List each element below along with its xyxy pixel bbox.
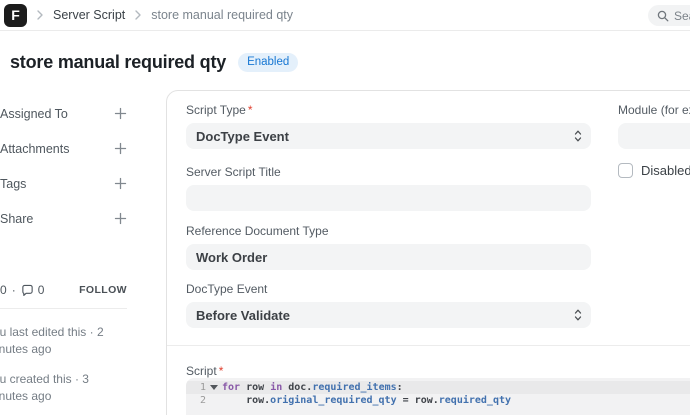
script-section-label: Script* [186,364,223,384]
doctype-event-select[interactable]: Before Validate [186,302,591,328]
module-label: Module (for export) [618,103,690,117]
sidebar-item-attachments[interactable]: Attachments [0,131,127,166]
script-label: Script [186,364,217,378]
reference-document-type-input[interactable] [186,244,591,270]
server-script-title-input[interactable] [186,185,591,211]
status-badge[interactable]: Enabled [238,53,299,72]
comment-count[interactable]: 0 [37,283,45,297]
disabled-label: Disabled [641,163,690,178]
navbar: F Server Script store manual required qt… [0,0,690,31]
line-number: 2 [199,395,206,406]
chevron-right-icon [134,10,142,20]
fold-icon[interactable] [206,385,222,390]
sidebar-item-share[interactable]: Share [0,201,127,236]
code-line[interactable]: 1 for row in doc.required_items: [186,381,690,394]
activity-created: You created this · 3 minutes ago [0,372,89,403]
engagement-row: 0 · 0 FOLLOW [0,282,127,298]
module-input[interactable] [618,123,690,149]
select-chevrons-icon [574,308,582,325]
plus-icon[interactable] [114,212,127,225]
field-server-script-title: Server Script Title [186,165,591,211]
follow-button[interactable]: FOLLOW [79,284,127,296]
script-type-select[interactable]: DocType Event [186,123,591,149]
plus-icon[interactable] [114,142,127,155]
disabled-checkbox[interactable] [618,163,633,178]
page-title: store manual required qty [10,52,227,72]
sidebar-divider [0,308,127,309]
field-module: Module (for export) [618,103,690,149]
plus-icon[interactable] [114,177,127,190]
activity-log: You last edited this · 2 minutes ago You… [0,324,156,415]
doctype-event-label: DocType Event [186,282,268,296]
field-script-type: Script Type* DocType Event [186,103,591,149]
page-head: store manual required qty Enabled [10,52,299,73]
activity-edited: You last edited this · 2 minutes ago [0,325,104,356]
field-doctype-event: DocType Event Before Validate [186,282,591,328]
select-chevrons-icon [574,129,582,146]
plus-icon[interactable] [114,107,127,120]
app-logo[interactable]: F [4,3,27,27]
sidebar-item-tags[interactable]: Tags [0,166,127,201]
search-input[interactable]: Search or type a command (Ctrl + G) [648,5,690,26]
app-logo-letter: F [11,7,20,23]
search-placeholder: Search or type a command (Ctrl + G) [674,8,690,23]
dot-separator: · [11,283,16,297]
like-count[interactable]: 0 [0,283,7,297]
code-line[interactable]: 2 row.original_required_qty = row.requir… [186,394,690,407]
required-asterisk: * [218,364,224,378]
reference-document-type-label: Reference Document Type [186,224,329,238]
search-icon [657,10,669,22]
line-number: 1 [199,382,206,393]
field-disabled[interactable]: Disabled [618,163,690,178]
script-type-label: Script Type [186,103,246,117]
breadcrumb-current[interactable]: store manual required qty [151,8,293,22]
server-script-title-label: Server Script Title [186,165,281,179]
form-sidebar: Assigned To Attachments Tags Share 0 [0,96,127,403]
comment-icon[interactable] [21,284,34,297]
required-asterisk: * [247,103,253,117]
breadcrumb-server-script[interactable]: Server Script [53,8,126,22]
form-card: Script Type* DocType Event Server Script… [166,90,690,415]
code-editor[interactable]: 1 for row in doc.required_items: 2 row.o… [186,378,690,415]
field-reference-document-type: Reference Document Type [186,224,591,270]
sidebar-item-assigned-to[interactable]: Assigned To [0,96,127,131]
section-divider [167,345,690,346]
chevron-right-icon [36,10,44,20]
